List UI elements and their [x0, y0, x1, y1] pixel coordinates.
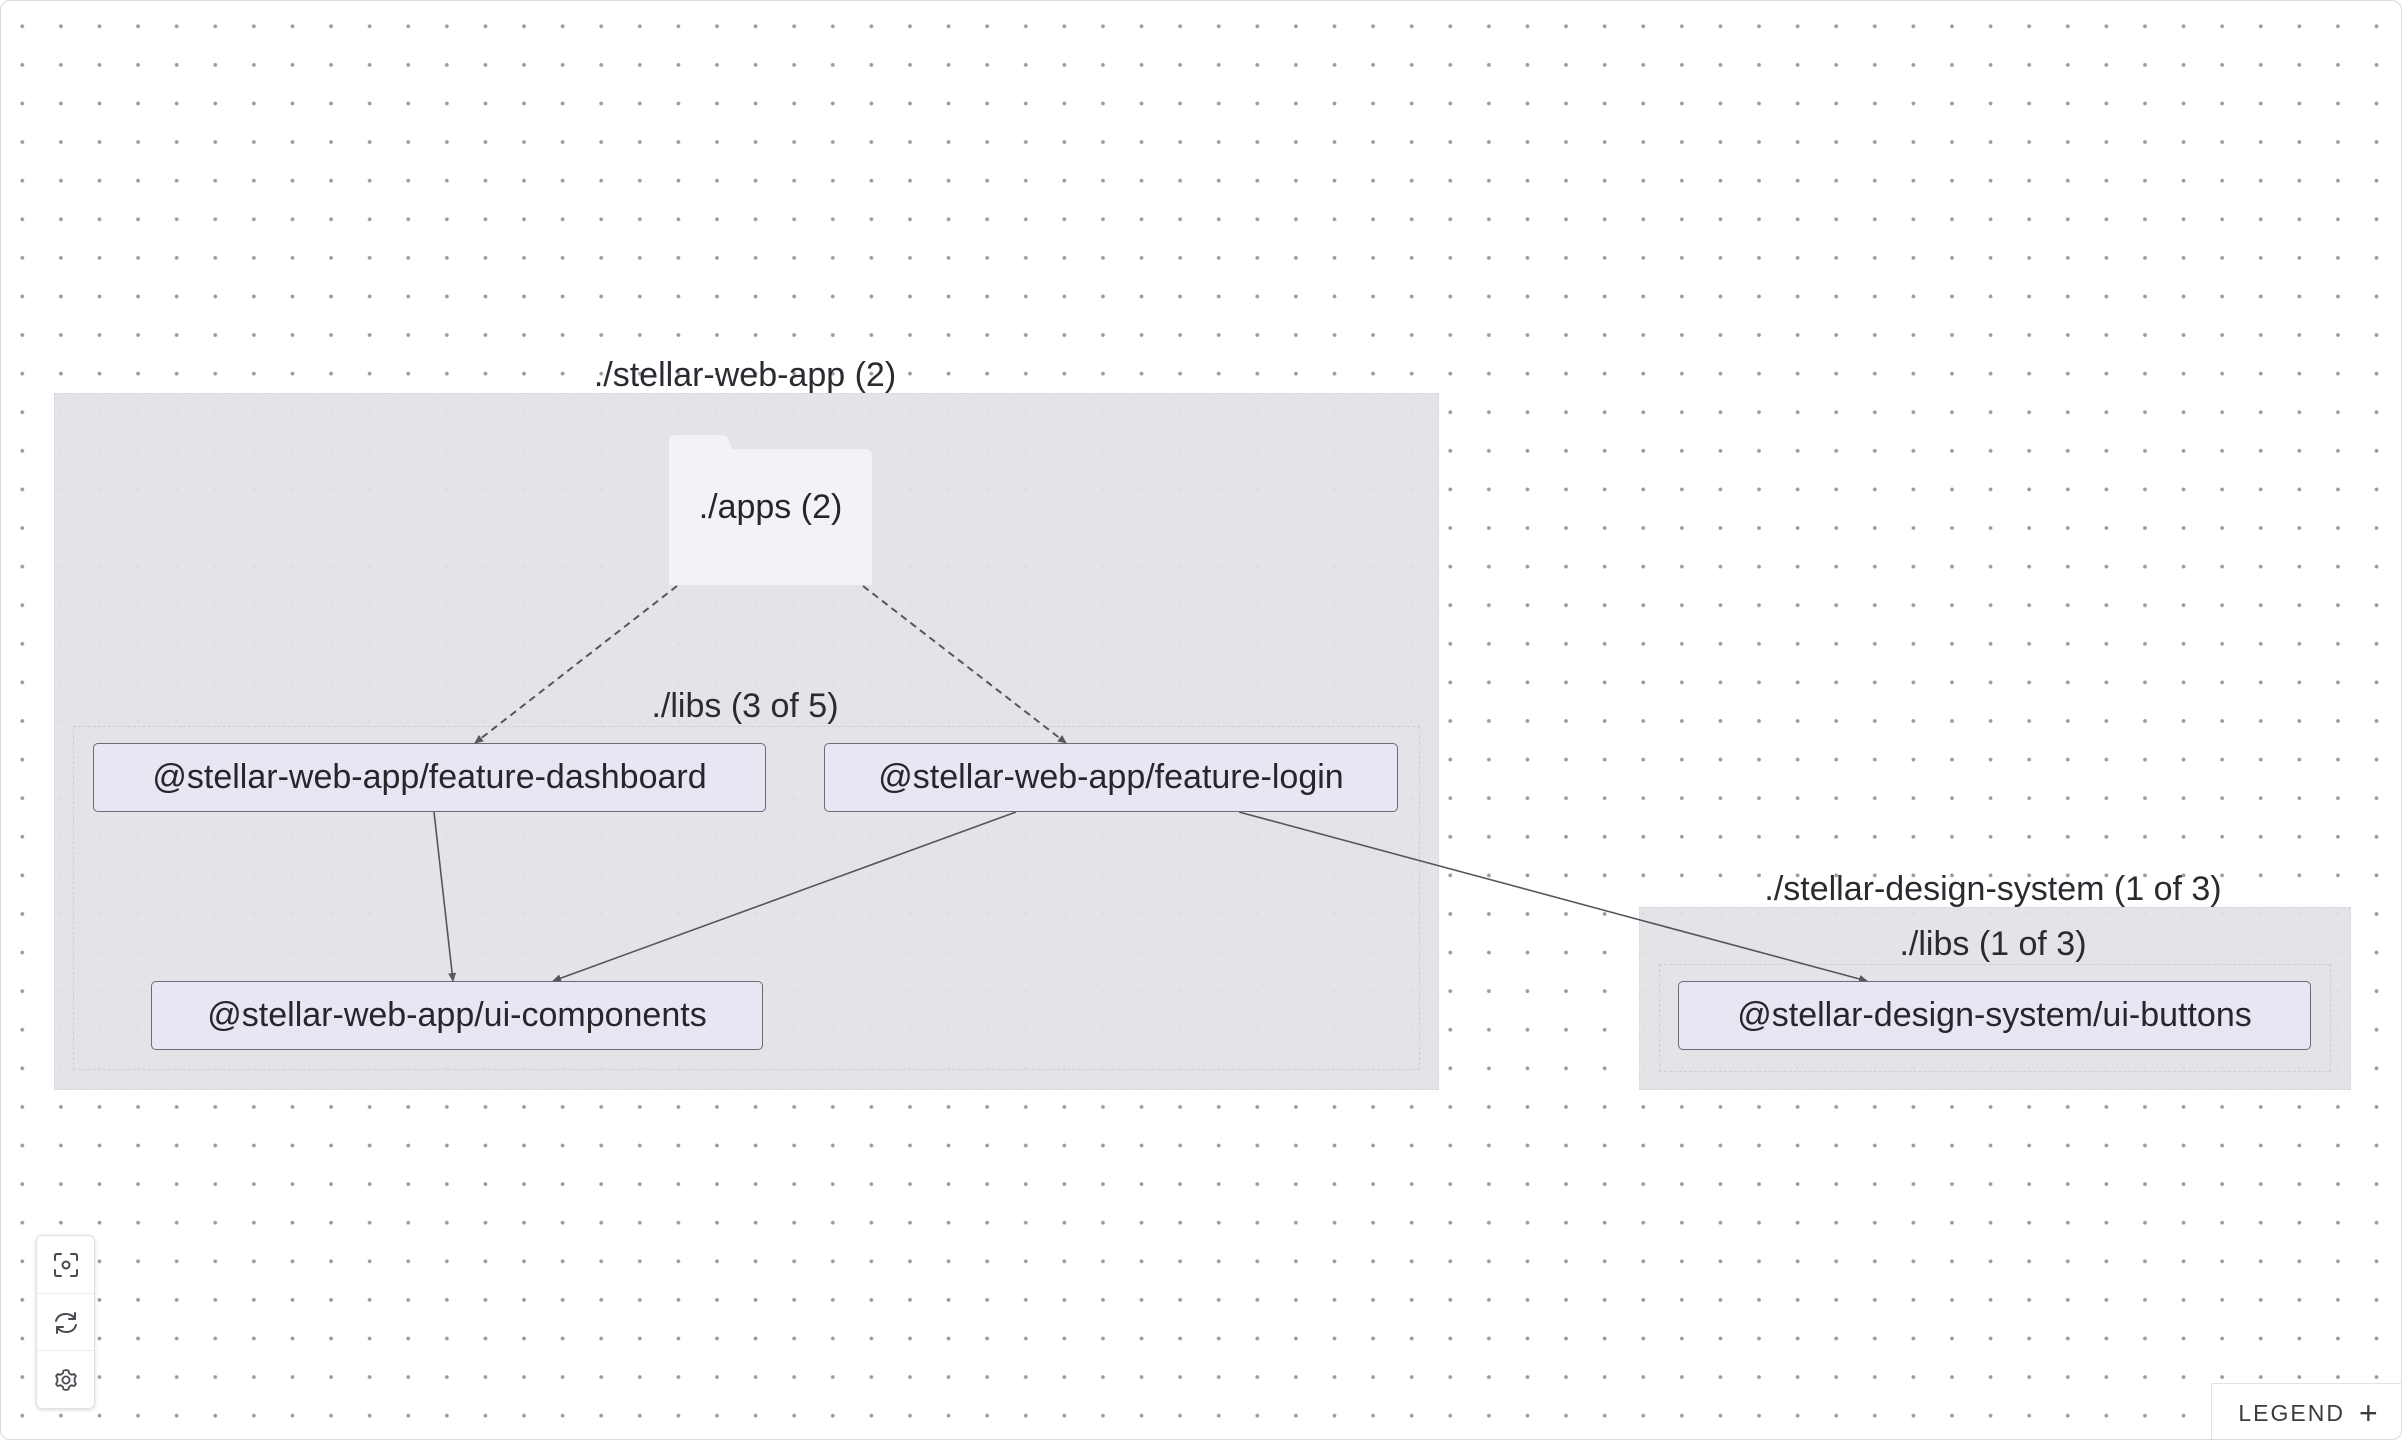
focus-icon	[53, 1252, 78, 1277]
node-feature-dashboard[interactable]: @stellar-web-app/feature-dashboard	[93, 743, 766, 812]
folder-label: ./apps (2)	[698, 488, 843, 526]
legend-toggle[interactable]: LEGEND +	[2211, 1383, 2401, 1439]
node-ui-buttons[interactable]: @stellar-design-system/ui-buttons	[1678, 981, 2311, 1050]
reset-layout-button[interactable]	[37, 1293, 94, 1351]
group-label-libs-web-app: ./libs (3 of 5)	[651, 687, 839, 725]
plus-icon: +	[2358, 1395, 2378, 1431]
folder-icon	[669, 435, 872, 585]
group-libs-design-system	[1659, 964, 2331, 1072]
legend-label: LEGEND	[2238, 1399, 2345, 1426]
group-label-stellar-web-app: ./stellar-web-app (2)	[593, 356, 897, 394]
node-feature-login[interactable]: @stellar-web-app/feature-login	[824, 743, 1398, 812]
folder-node-apps[interactable]: ./apps (2)	[669, 435, 872, 585]
node-ui-components[interactable]: @stellar-web-app/ui-components	[151, 981, 763, 1050]
fit-view-button[interactable]	[37, 1236, 94, 1293]
graph-controls	[36, 1235, 95, 1409]
group-label-stellar-design-system: ./stellar-design-system (1 of 3)	[1764, 870, 2222, 908]
settings-button[interactable]	[37, 1350, 94, 1408]
gear-icon	[54, 1368, 77, 1391]
group-label-libs-design-system: ./libs (1 of 3)	[1899, 925, 2087, 963]
refresh-icon	[54, 1311, 77, 1334]
